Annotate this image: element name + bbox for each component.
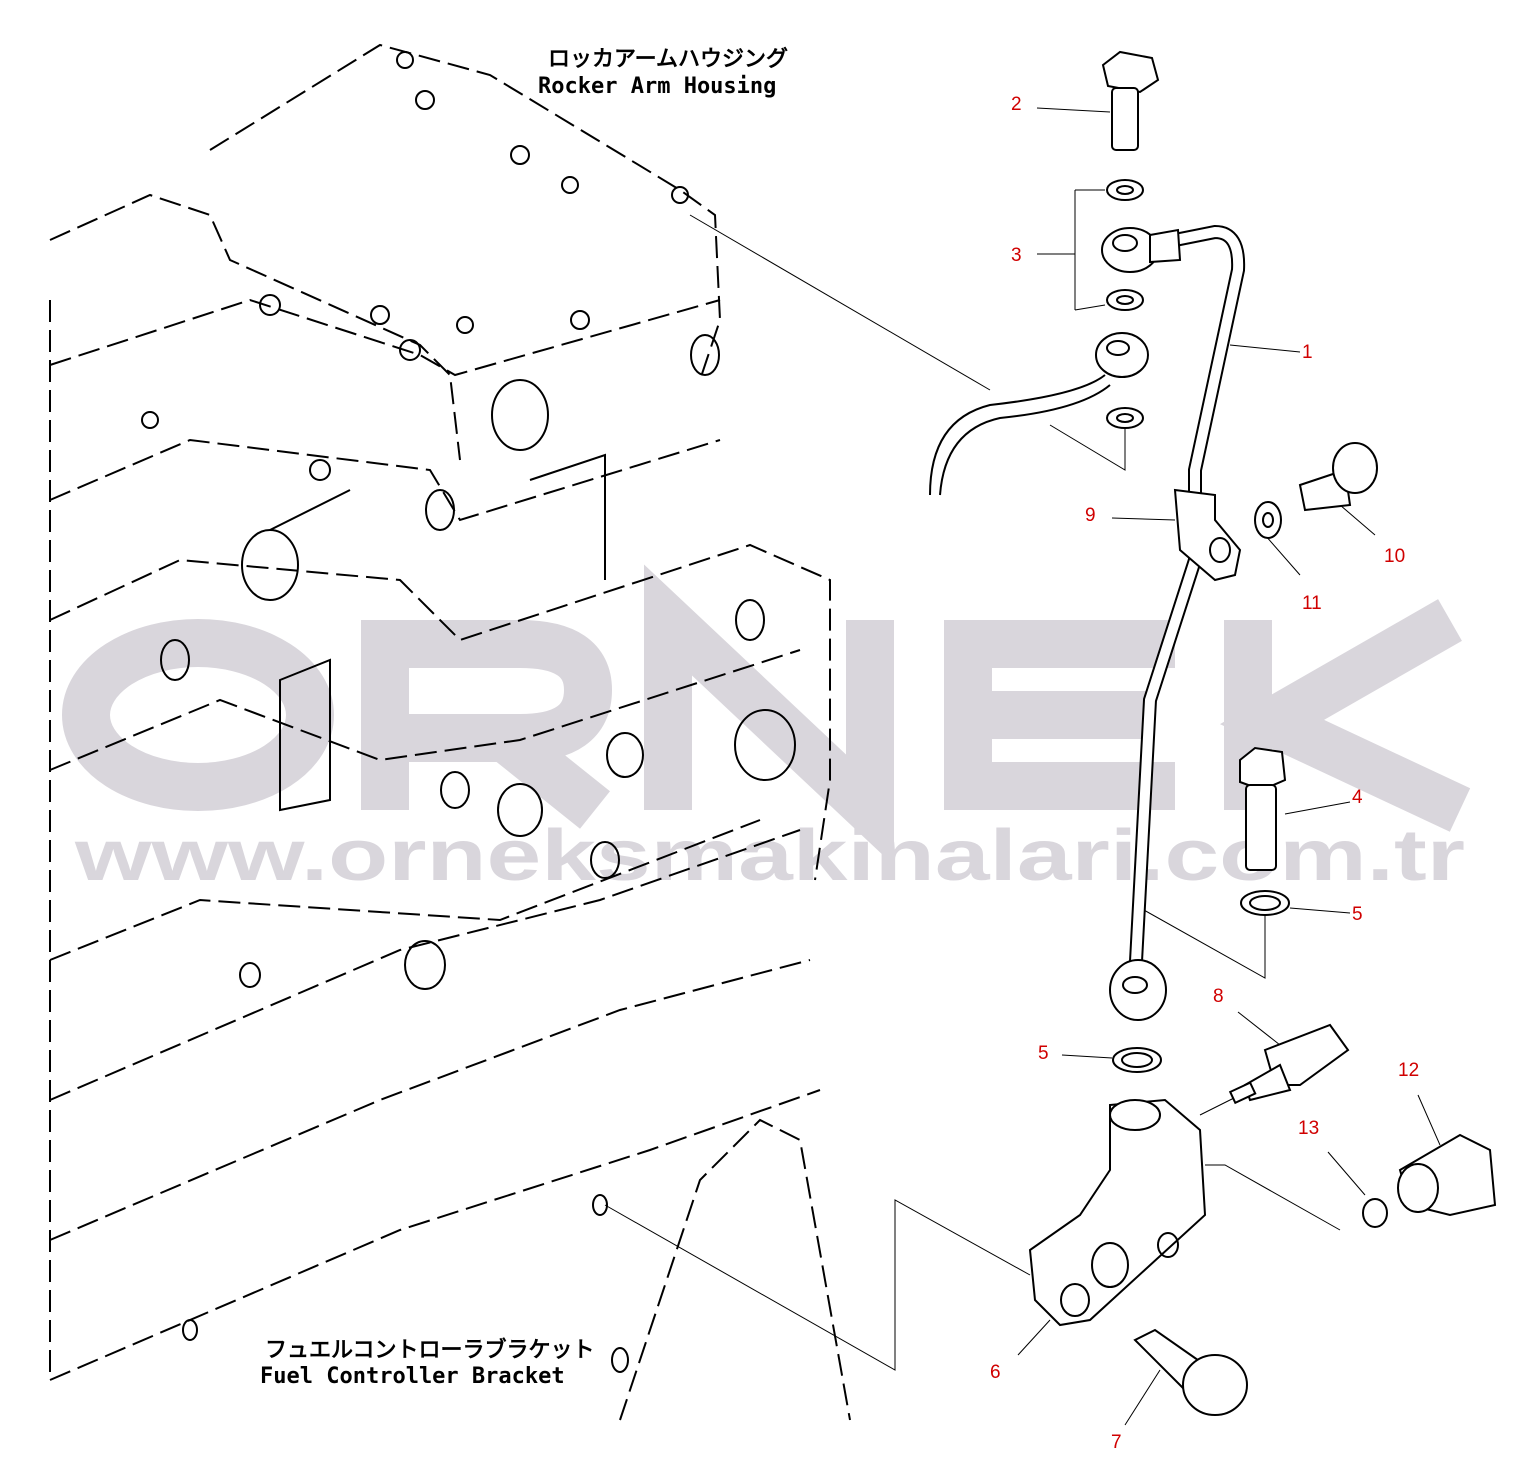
assembly-labels: ロッカアームハウジング Rocker Arm Housing フュエルコントロー… — [260, 46, 788, 1389]
part-banjo-bolt-4 — [1239, 746, 1287, 871]
callout-3: 3 — [1011, 245, 1022, 266]
callout-9: 9 — [1085, 505, 1096, 526]
callout-4: 4 — [1352, 787, 1363, 808]
part-washers-5 — [1112, 890, 1290, 1073]
callout-6: 6 — [990, 1362, 1001, 1383]
leader-lines — [604, 107, 1441, 1426]
callout-7: 7 — [1111, 1432, 1122, 1453]
callout-8: 8 — [1213, 986, 1224, 1007]
callout-13: 13 — [1298, 1118, 1319, 1139]
callout-1: 1 — [1302, 342, 1313, 363]
watermark-url: www.orneksmakinalari.com.tr — [74, 816, 1465, 896]
part-clamp-9 — [1173, 488, 1242, 582]
part-washers-3 — [1106, 179, 1144, 429]
part-bolt-10 — [1298, 442, 1378, 512]
rocker-arm-housing-label-jp: ロッカアームハウジング — [548, 46, 788, 72]
part-banjo-bolt-2 — [1101, 50, 1160, 151]
callout-5b: 5 — [1038, 1043, 1049, 1064]
fuel-controller-bracket-label-jp: フュエルコントローラブラケット — [265, 1337, 595, 1363]
callout-12: 12 — [1398, 1060, 1419, 1081]
part-connector-12 — [1397, 1133, 1497, 1217]
watermark-brand-logo — [62, 564, 1471, 866]
part-washer-11 — [1254, 501, 1282, 539]
part-old-pipe — [929, 332, 1149, 496]
engine-block-outline — [49, 43, 851, 1421]
part-bolt-7 — [1133, 1328, 1248, 1416]
part-o-ring-13 — [1362, 1198, 1388, 1228]
callout-2: 2 — [1011, 94, 1022, 115]
callout-5a: 5 — [1352, 904, 1363, 925]
callout-11: 11 — [1302, 593, 1322, 614]
fuel-controller-bracket-label: Fuel Controller Bracket — [260, 1364, 565, 1389]
part-bracket-6 — [1028, 1098, 1207, 1327]
rocker-arm-housing-label: Rocker Arm Housing — [538, 74, 776, 99]
watermark: www.orneksmakinalari.com.tr — [62, 564, 1471, 896]
callout-10: 10 — [1384, 546, 1405, 567]
callouts: 1 2 3 4 5 5 6 7 8 9 10 11 12 13 — [990, 94, 1419, 1453]
part-sensor-8 — [1228, 1023, 1350, 1105]
